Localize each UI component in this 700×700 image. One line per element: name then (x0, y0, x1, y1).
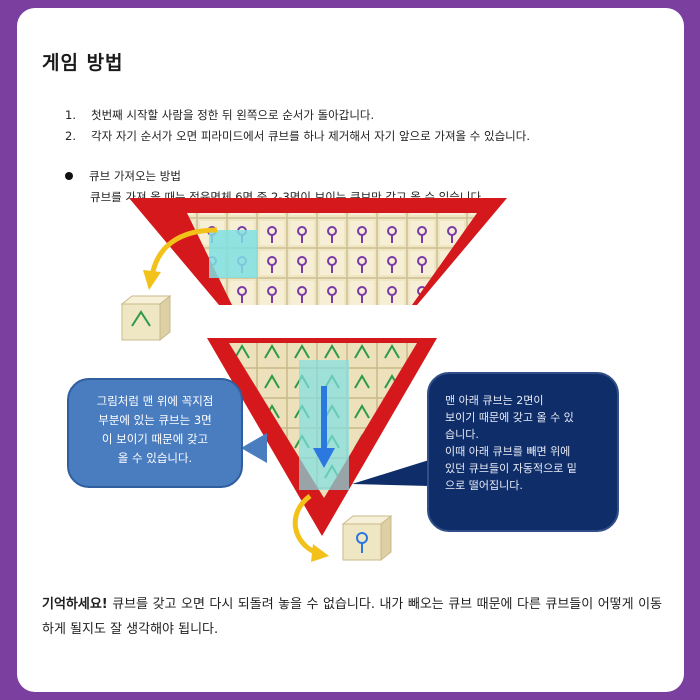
step-text: 각자 자기 순서가 오면 피라미드에서 큐브를 하나 제거해서 자기 앞으로 가… (91, 129, 530, 143)
callout-line: 습니다. (445, 428, 479, 441)
callout-line: 있던 큐브들이 자동적으로 밑 (445, 462, 577, 475)
removed-cube-bottom (341, 514, 393, 562)
step-item-2: 2. 각자 자기 순서가 오면 피라미드에서 큐브를 하나 제거해서 자기 앞으로… (65, 128, 530, 144)
pyramid-illustration (120, 198, 507, 562)
callout-line: 보이기 때문에 갖고 올 수 있 (445, 411, 574, 424)
bullet-heading: 큐브 가져오는 방법 (65, 168, 181, 184)
step-number: 2. (65, 129, 76, 143)
remember-label: 기억하세요! (42, 597, 108, 612)
bullet-heading-text: 큐브 가져오는 방법 (89, 169, 181, 183)
callout-line: 이 보이기 때문에 갖고 (101, 432, 209, 446)
remember-note: 기억하세요! 큐브를 갖고 오면 다시 되돌려 놓을 수 없습니다. 내가 빼오… (42, 592, 662, 642)
callout-line: 올 수 있습니다. (117, 451, 193, 465)
callout-line: 맨 아래 큐브는 2면이 (445, 394, 544, 407)
callout-right-tail (352, 460, 429, 486)
step-number: 1. (65, 108, 76, 122)
arrow-curve-down-icon (292, 493, 319, 556)
callout-right: 맨 아래 큐브는 2면이 보이기 때문에 갖고 올 수 있 습니다. 이때 아래… (427, 372, 619, 532)
highlighted-top-cube (209, 230, 257, 278)
callout-left-tail (241, 433, 267, 463)
bullet-dot-icon (65, 171, 73, 180)
step-text: 첫번째 시작할 사람을 정한 뒤 왼쪽으로 순서가 돌아갑니다. (91, 108, 375, 122)
callout-line: 그림처럼 맨 위에 꼭지점 (96, 394, 214, 408)
page-title: 게임 방법 (42, 52, 124, 74)
instruction-card: 게임 방법 1. 첫번째 시작할 사람을 정한 뒤 왼쪽으로 순서가 돌아갑니다.… (17, 8, 684, 692)
remember-text: 큐브를 갖고 오면 다시 되돌려 놓을 수 없습니다. 내가 빼오는 큐브 때문… (42, 597, 662, 637)
callout-line: 으로 떨어집니다. (445, 479, 523, 492)
callout-left: 그림처럼 맨 위에 꼭지점 부분에 있는 큐브는 3면 이 보이기 때문에 갖고… (67, 378, 243, 488)
step-item-1: 1. 첫번째 시작할 사람을 정한 뒤 왼쪽으로 순서가 돌아갑니다. (65, 107, 374, 123)
callout-line: 이때 아래 큐브를 빼면 위에 (445, 445, 571, 458)
pyramid-top-cubes (187, 213, 477, 305)
callout-line: 부분에 있는 큐브는 3면 (98, 413, 212, 427)
arrow-curve-left-icon (149, 227, 218, 277)
removed-cube-top (120, 294, 172, 342)
